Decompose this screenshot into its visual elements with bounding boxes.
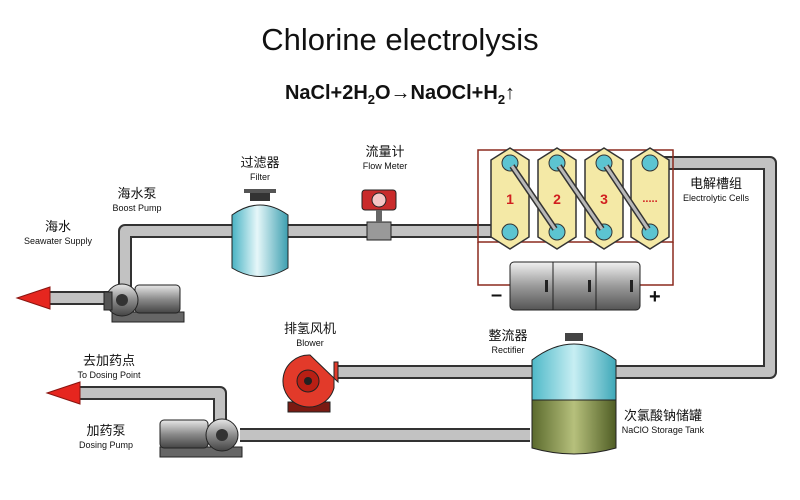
label-rectifier: 整流器 Rectifier xyxy=(478,329,538,355)
outlet-arrow xyxy=(45,381,81,405)
formula-tail: ↑ xyxy=(505,82,516,104)
label-storage-tank: 次氯酸钠储罐 NaClO Storage Tank xyxy=(608,409,718,435)
boost-pump xyxy=(103,283,185,323)
label-rectifier-en: Rectifier xyxy=(491,344,525,355)
label-seawater: 海水 Seawater Supply xyxy=(20,220,96,246)
cell-more: ..... xyxy=(642,193,657,205)
dosing-pump xyxy=(159,418,243,458)
label-dosing-point-cn: 去加药点 xyxy=(82,354,135,369)
pipe-main-supply xyxy=(118,224,515,290)
label-seawater-en: Seawater Supply xyxy=(23,235,93,246)
label-filter: 过滤器 Filter xyxy=(230,156,290,182)
label-filter-en: Filter xyxy=(250,171,270,182)
label-dosing-pump: 加药泵 Dosing Pump xyxy=(70,424,142,450)
inlet-arrow xyxy=(15,286,51,310)
cell-number: 1 xyxy=(506,191,514,207)
electrolytic-cell xyxy=(630,147,670,250)
label-dosing-pump-en: Dosing Pump xyxy=(78,439,134,450)
cell-number: 2 xyxy=(553,191,561,207)
reaction-formula: NaCl+2H2O→NaOCl+H2↑ xyxy=(0,82,800,107)
label-seawater-cn: 海水 xyxy=(44,220,71,235)
cell-number: 3 xyxy=(600,191,608,207)
label-boost-pump-en: Boost Pump xyxy=(112,202,162,213)
label-dosing-pump-cn: 加药泵 xyxy=(86,424,126,439)
pipe-cells-to-tank xyxy=(600,156,777,379)
filter-vessel xyxy=(231,189,289,277)
label-boost-pump-cn: 海水泵 xyxy=(117,187,157,202)
rectifier-minus: – xyxy=(491,284,503,306)
label-storage-tank-en: NaClO Storage Tank xyxy=(621,424,705,435)
label-flow-meter-en: Flow Meter xyxy=(362,160,408,171)
pipe-to-dosing-point xyxy=(70,386,227,425)
label-boost-pump: 海水泵 Boost Pump xyxy=(98,187,176,213)
storage-tank xyxy=(531,333,617,455)
label-dosing-point: 去加药点 To Dosing Point xyxy=(64,354,154,380)
label-blower-en: Blower xyxy=(296,337,324,348)
label-electrolytic-cells-cn: 电解槽组 xyxy=(689,177,742,192)
formula-sub-2: 2 xyxy=(497,92,506,107)
formula-mid: O→NaOCl+H xyxy=(375,82,498,104)
blower-unit xyxy=(282,354,339,413)
formula-sub-1: 2 xyxy=(367,92,375,107)
label-storage-tank-cn: 次氯酸钠储罐 xyxy=(623,409,702,424)
label-dosing-point-en: To Dosing Point xyxy=(77,369,141,380)
rectifier-plus: + xyxy=(649,286,661,308)
rectifier-unit xyxy=(509,261,641,311)
label-electrolytic-cells-en: Electrolytic Cells xyxy=(682,192,749,203)
flow-meter-device xyxy=(361,189,397,241)
label-filter-cn: 过滤器 xyxy=(240,156,280,171)
label-blower-cn: 排氢风机 xyxy=(283,322,336,337)
label-flow-meter: 流量计 Flow Meter xyxy=(350,145,420,171)
rectifier-wires xyxy=(477,242,674,286)
label-electrolytic-cells: 电解槽组 Electrolytic Cells xyxy=(672,177,760,203)
label-flow-meter-cn: 流量计 xyxy=(365,145,405,160)
label-blower: 排氢风机 Blower xyxy=(272,322,348,348)
electrolytic-cells: 1 2 3 ..... xyxy=(477,147,674,250)
label-rectifier-cn: 整流器 xyxy=(488,329,528,344)
page-title: Chlorine electrolysis xyxy=(261,22,539,57)
formula-lhs: NaCl+2H xyxy=(284,82,368,104)
